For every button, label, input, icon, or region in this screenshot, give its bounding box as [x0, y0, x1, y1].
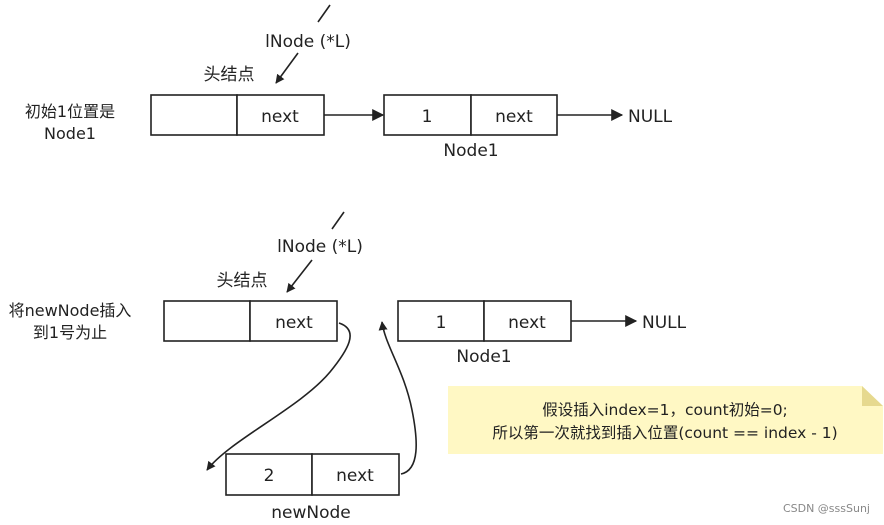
bottom-side-line-1: 将newNode插入: [9, 301, 132, 320]
bottom-node1-next: next: [508, 313, 546, 333]
top-head-next: next: [261, 107, 299, 127]
new-node: 2 next: [225, 453, 400, 496]
note-line-2: 所以第一次就找到插入位置(count == index - 1): [492, 424, 837, 442]
new-node-caption: newNode: [271, 503, 351, 523]
bottom-pointer-line: [331, 211, 345, 230]
top-pointer-label: lNode (*L): [265, 32, 351, 52]
note-fold: [862, 386, 883, 406]
bottom-node1: 1 next: [397, 300, 572, 342]
top-diagram: lNode (*L) 头结点 初始1位置是 Node1 next 1 next …: [25, 4, 673, 161]
note-line-1: 假设插入index=1，count初始=0;: [542, 401, 788, 419]
top-head-node: next: [150, 94, 325, 136]
watermark: CSDN @sssSunj: [783, 502, 870, 515]
bottom-pointer-label: lNode (*L): [277, 237, 363, 257]
head-to-newnode-arrow: [206, 322, 351, 471]
top-node1: 1 next: [383, 94, 558, 136]
newnode-to-node1-arrow: [378, 321, 417, 475]
top-null-label: NULL: [628, 107, 673, 127]
note-box: 假设插入index=1，count初始=0; 所以第一次就找到插入位置(coun…: [448, 386, 883, 454]
bottom-null-label: NULL: [642, 313, 687, 333]
bottom-head-node: next: [163, 300, 338, 342]
bottom-pointer-arrow: [286, 259, 313, 293]
bottom-side-line-2: 到1号为止: [33, 323, 107, 342]
top-pointer-arrow: [275, 52, 299, 84]
bottom-head-next: next: [275, 313, 313, 333]
top-side-line-2: Node1: [44, 124, 96, 143]
new-node-next: next: [336, 466, 374, 486]
top-pointer-line: [317, 4, 331, 23]
top-node1-caption: Node1: [443, 141, 498, 161]
top-node1-next: next: [495, 107, 533, 127]
bottom-node1-caption: Node1: [456, 347, 511, 367]
bottom-node1-value: 1: [436, 313, 447, 333]
bottom-diagram: lNode (*L) 头结点 将newNode插入 到1号为止 next 1 n…: [9, 211, 687, 523]
top-side-line-1: 初始1位置是: [25, 102, 115, 121]
new-node-value: 2: [264, 466, 275, 486]
note-background: [448, 386, 883, 454]
bottom-head-label: 头结点: [217, 271, 268, 291]
top-node1-value: 1: [422, 107, 433, 127]
top-head-label: 头结点: [204, 65, 255, 85]
